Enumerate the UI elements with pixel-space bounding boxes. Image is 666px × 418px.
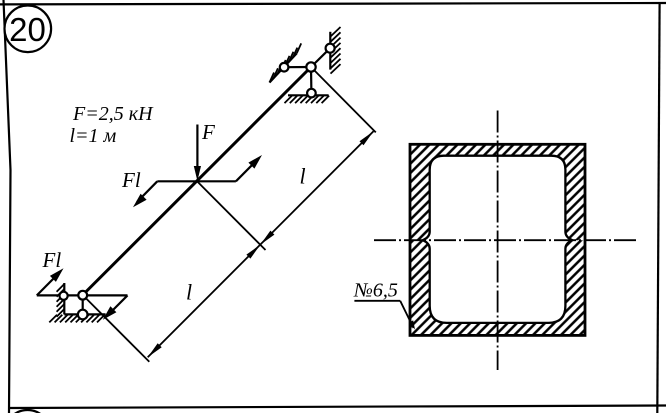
svg-text:l: l (186, 280, 192, 305)
svg-text:l=1 м: l=1 м (70, 125, 117, 147)
svg-text:F: F (201, 120, 215, 144)
svg-text:F=2,5 кH: F=2,5 кH (72, 103, 154, 125)
svg-text:№6,5: №6,5 (353, 280, 398, 302)
svg-text:l: l (300, 164, 306, 189)
svg-text:Fl: Fl (121, 168, 141, 192)
svg-text:Fl: Fl (42, 248, 62, 272)
svg-text:20: 20 (9, 11, 46, 48)
